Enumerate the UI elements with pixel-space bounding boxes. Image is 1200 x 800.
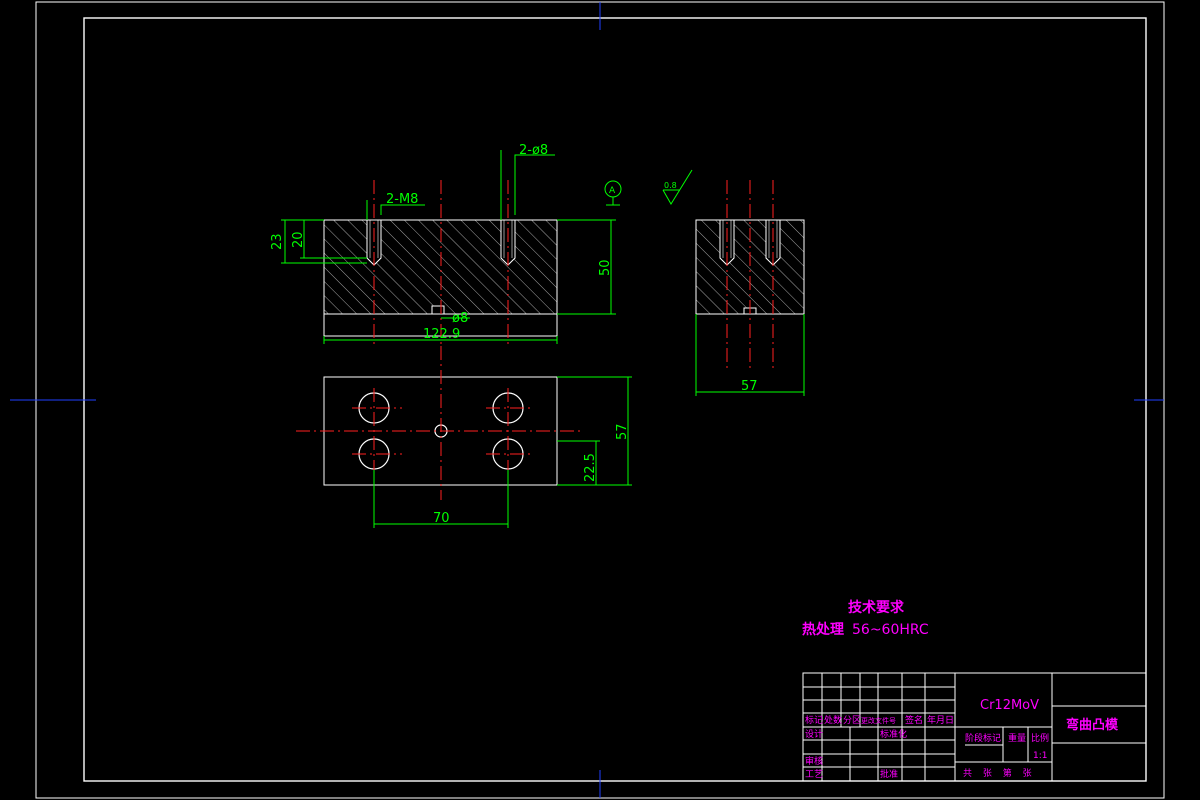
side-left-hole bbox=[719, 219, 735, 266]
tech-requirements-heading: 技术要求 bbox=[848, 599, 905, 616]
sheet-inner-frame bbox=[83, 17, 1147, 782]
dim-small-hole: ø8 bbox=[452, 311, 468, 326]
tb-label-date: 年月日 bbox=[927, 714, 954, 726]
tb-label-change-doc: 更改文件号 bbox=[861, 716, 896, 725]
front-view-dimensions bbox=[281, 150, 616, 344]
tb-approve: 批准 bbox=[880, 768, 898, 780]
top-view-dimensions bbox=[373, 376, 632, 528]
side-right-hole bbox=[765, 219, 781, 266]
front-right-threaded-hole bbox=[500, 219, 516, 266]
roughness-symbol bbox=[662, 169, 693, 205]
dim-spacing-70: 70 bbox=[433, 511, 450, 526]
tb-label-count: 处数 bbox=[824, 714, 842, 726]
tb-weight: 重量 bbox=[1008, 732, 1026, 744]
heat-treatment-label: 热处理 bbox=[802, 621, 844, 638]
tb-standardization: 标准化 bbox=[880, 728, 907, 740]
tb-scale-label: 比例 bbox=[1031, 732, 1049, 744]
title-block bbox=[802, 672, 1147, 782]
front-view bbox=[323, 180, 558, 346]
tb-label-sign: 签名 bbox=[905, 714, 923, 726]
front-left-threaded-hole bbox=[366, 219, 382, 266]
heat-treatment-value: 56~60HRC bbox=[852, 622, 929, 638]
dim-depth-23: 23 bbox=[270, 233, 285, 250]
side-view bbox=[695, 180, 805, 396]
tb-stage-mark: 阶段标记 bbox=[965, 732, 1001, 744]
tb-drawing-title: 弯曲凸模 bbox=[1066, 717, 1119, 733]
tb-review: 审核 bbox=[805, 755, 823, 767]
datum-symbol bbox=[604, 180, 622, 206]
tb-scale-value: 1:1 bbox=[1033, 751, 1047, 761]
dim-side-width: 57 bbox=[741, 379, 758, 394]
tb-material: Cr12MoV bbox=[980, 698, 1039, 713]
centering-marks bbox=[10, 2, 1164, 798]
datum-label: A bbox=[609, 186, 616, 196]
tb-process: 工艺 bbox=[805, 769, 823, 780]
dim-width-57: 57 bbox=[615, 423, 630, 440]
top-view bbox=[296, 346, 584, 500]
dim-holes-d8: 2-ø8 bbox=[519, 143, 548, 158]
sheet-outer-border bbox=[35, 1, 1165, 799]
dim-height-50: 50 bbox=[598, 259, 613, 276]
tb-design: 设计 bbox=[805, 728, 823, 740]
front-pin-hole bbox=[431, 305, 445, 315]
roughness-label: 0.8 bbox=[664, 181, 677, 190]
dim-offset-22-5: 22.5 bbox=[583, 453, 598, 482]
dim-length: 122.9 bbox=[423, 327, 460, 342]
tb-label-zone: 分区 bbox=[843, 715, 861, 726]
tb-label-mark: 标记 bbox=[805, 714, 823, 726]
dim-threads-m8: 2-M8 bbox=[386, 192, 418, 207]
dim-depth-20: 20 bbox=[291, 231, 306, 248]
tb-sheets: 共 张 第 张 bbox=[963, 767, 1032, 779]
